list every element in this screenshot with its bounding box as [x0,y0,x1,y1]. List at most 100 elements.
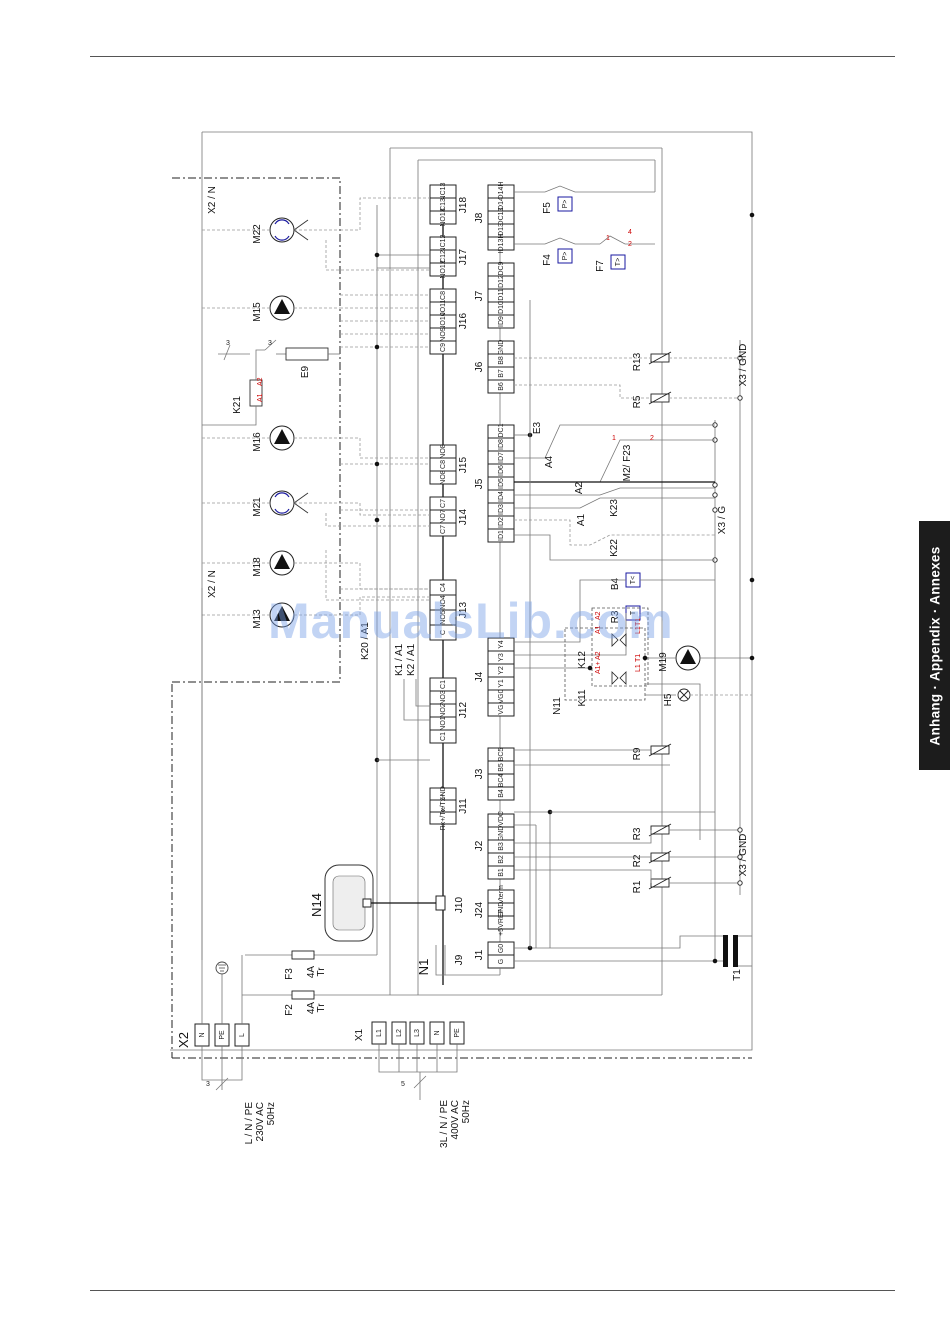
transformer-core [733,935,738,967]
supply-wire [378,1044,458,1073]
net-label: X2 / N [207,570,218,598]
relay-pin-label: A1 [595,625,602,634]
connector-pin [487,702,515,717]
input-label: M2/ F23 [622,444,633,481]
connector-label: J14 [458,509,469,526]
connector-pin-label: NO3 [440,690,447,705]
pressure-switch-b4: T<B4 [610,572,641,590]
pump-label: M15 [252,302,263,322]
connector-pin [429,624,457,641]
connector-pin-label: ID13 [498,223,505,238]
fuse-rating: 4A [306,966,317,979]
input-wire [514,519,715,546]
connector-pin [429,811,457,825]
ntc-label: R1 [632,880,643,893]
relay-wire [202,418,257,426]
wire [645,683,701,840]
pump-m21: M21 [252,490,309,517]
pump-triangle [274,429,290,444]
pump-label: M13 [252,609,263,629]
relay-k12-box [591,607,649,687]
ntc-label: R5 [632,395,643,408]
wire-count: 3 [268,340,272,347]
connector-pin-label: C [440,630,447,635]
net-label: X3 / G [717,506,728,535]
connector-pin [429,262,457,277]
net-label: X3 / GND [738,344,749,387]
connector-pin [487,865,515,880]
connector-pin-label: BC5 [498,748,505,762]
terminal-strip-label: X2 [176,1032,191,1048]
connector-label: J24 [474,902,485,919]
footer-rule [90,1290,895,1291]
junction-dot [749,577,755,583]
sensor-r5: R5 [632,391,672,408]
connector-pin [487,528,515,543]
terminal-x2-l-label: L [239,1033,246,1037]
terminal-x1-n-label: N [434,1030,441,1035]
display-n14-screen [332,875,366,931]
connector-pin-label: C12 [440,250,447,263]
relay-ref-label: K2 / A1 [406,643,417,676]
terminal-x2-n-label: N [199,1032,206,1037]
lamp-label: H5 [663,693,674,706]
switch-symbol: P> [562,252,569,261]
connector-pin-label: ID8 [498,439,505,450]
connector-pin-label: C7 [440,525,447,534]
pin-number: 2 [628,241,632,248]
connector-pin-label: NO11 [440,300,447,318]
connector-pin-label: B3 [498,842,505,851]
supply-line-1: 3L / N / PE [439,1100,450,1148]
input-label: K22 [609,539,620,557]
wire-count: 3 [226,340,230,347]
connector-pin-label: +Vterm [498,885,505,908]
connector-label: J12 [458,702,469,719]
switch-wire [514,185,655,193]
connector-label: J8 [474,212,485,223]
pump-wire [340,502,430,516]
switch-label: R3 [610,610,621,623]
connector-pin [429,340,457,355]
pin-number: 1 [606,235,610,242]
fuse-type: Tr [316,967,327,977]
connector-pin-label: NO12 [440,260,447,278]
pin-number: 1 [612,435,616,442]
fuse-rating: 4A [306,1002,317,1015]
relay-pin-label: A1 [257,393,264,402]
wire-mark [215,1077,229,1091]
connector-pin-label: ID2 [498,517,505,528]
connector-pin-label: ID3 [498,504,505,515]
connector-pin-label: C13 [440,198,447,211]
connector-pin-label: ID12 [498,275,505,290]
fuse-label: F2 [284,1004,295,1016]
connector-pin-label: B7 [498,369,505,378]
group-label: N11 [552,697,563,715]
input-wire [514,487,715,496]
connector-j10-plug [435,895,446,911]
header-rule [90,56,895,57]
connector-pin-label: B2 [498,855,505,864]
sensor-wire [514,830,652,844]
connector-pin-label: GND [498,902,505,918]
switch-label: B4 [610,577,621,590]
input-label: A1 [576,513,587,526]
mixer-wire [325,550,430,601]
connector-pin [487,954,515,969]
switch-wire [514,237,600,245]
connector-pin-label: ID9 [498,316,505,327]
sensor-wire [514,579,626,643]
connector-pin-label: B6 [498,382,505,391]
input-label: K23 [609,499,620,517]
mixer-arrow [274,508,290,514]
connector-pin [429,729,457,744]
relay-label: K11 [577,689,588,706]
junction-dot [749,655,755,661]
connector-label: J3 [474,768,485,779]
terminal [737,854,743,860]
connector-pin-label: B1 [498,868,505,877]
connector-pin-label: NO5 [440,610,447,625]
